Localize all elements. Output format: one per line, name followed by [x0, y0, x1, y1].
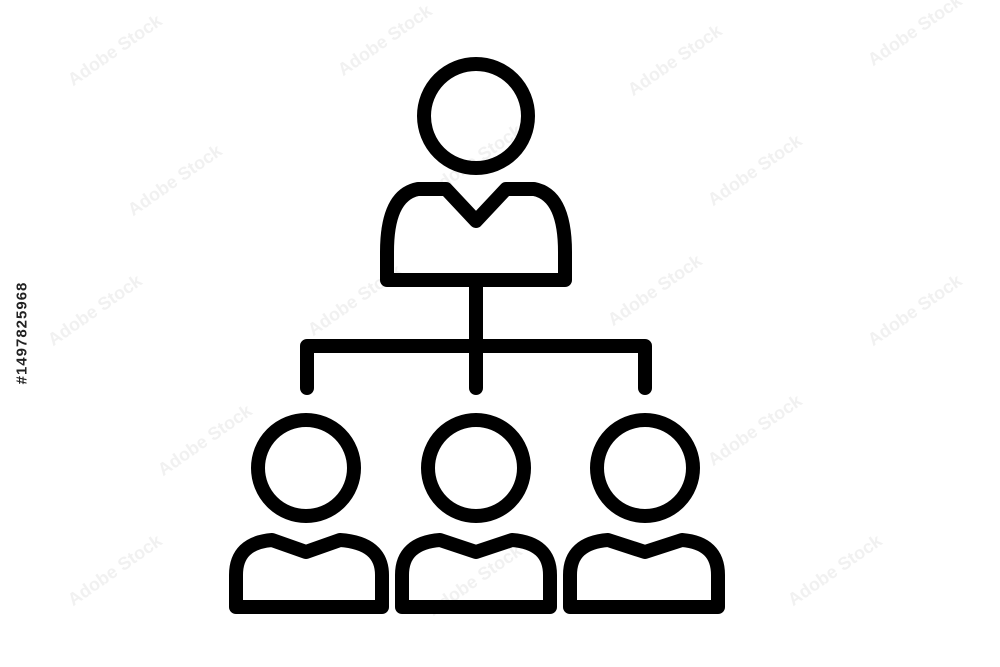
- manager-person-icon: [380, 57, 572, 287]
- manager-body: [380, 182, 572, 287]
- team-member-center-icon: [395, 413, 557, 614]
- team-member-left-icon: [229, 413, 389, 614]
- stock-image-id-label: #1497825968: [13, 281, 31, 385]
- hierarchy-connector-lines: [300, 275, 652, 395]
- manager-head: [417, 57, 535, 175]
- team-member-right-icon: [563, 413, 725, 614]
